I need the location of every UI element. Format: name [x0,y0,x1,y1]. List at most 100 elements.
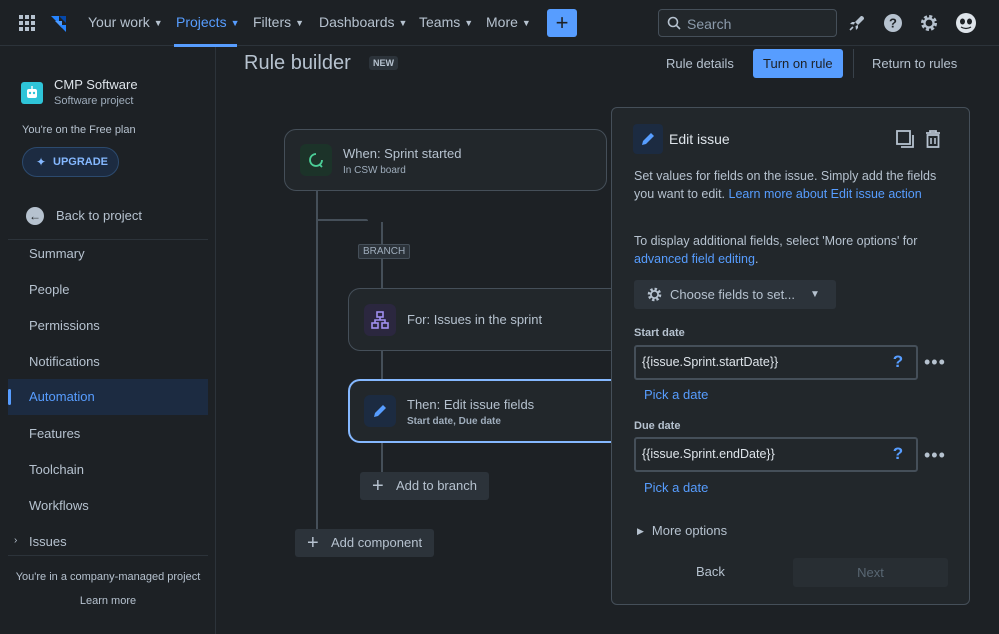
trigger-card[interactable]: When: Sprint started In CSW board [284,129,607,191]
sidebar-item-automation[interactable]: Automation [8,379,208,415]
hierarchy-icon [371,311,389,329]
top-navigation: Your work▼ Projects▼ Filters▼ Dashboards… [0,0,999,47]
back-button[interactable]: Back [696,564,725,579]
search-placeholder: Search [687,16,732,32]
sidebar-item-toolchain[interactable]: Toolchain [29,462,84,477]
sidebar-item-features[interactable]: Features [29,426,81,441]
sidebar-item-permissions[interactable]: Permissions [29,318,100,333]
sprint-cycle-icon [309,153,323,168]
search-input[interactable]: Search [658,9,837,37]
advanced-field-editing-link[interactable]: advanced field editing [634,252,755,266]
connector-line [316,219,368,221]
panel-title: Edit issue [669,131,730,147]
connector-line [316,190,318,530]
due-date-more-icon[interactable]: ••• [924,445,946,465]
connector-line [381,350,383,380]
start-date-more-icon[interactable]: ••• [924,352,946,372]
add-to-branch-button[interactable]: + Add to branch [360,472,489,500]
start-date-label: Start date [634,327,685,339]
connector-line [381,442,383,472]
due-date-input[interactable]: {{issue.Sprint.endDate}} ? [634,437,918,472]
user-avatar[interactable] [955,12,977,34]
turn-on-rule-button[interactable]: Turn on rule [753,49,843,78]
settings-gear-icon[interactable] [918,12,940,34]
return-to-rules-button[interactable]: Return to rules [872,56,958,71]
project-robot-icon [27,86,37,98]
arrow-left-icon: ← [26,207,44,225]
delete-trash-icon[interactable] [922,128,944,150]
chevron-down-icon: ▼ [810,289,820,300]
nav-filters[interactable]: Filters▼ [253,14,305,30]
next-button[interactable]: Next [793,558,948,587]
project-sidebar: CMP Software Software project You're on … [0,47,216,634]
sparkle-icon: ✦ [36,155,47,169]
company-managed-text: You're in a company-managed project [15,571,201,583]
sidebar-divider [8,239,208,240]
help-icon[interactable]: ? [882,12,904,34]
branch-tag: BRANCH [358,244,411,259]
page-title: Rule builder [244,52,351,74]
upgrade-button[interactable]: ✦ UPGRADE [22,147,119,177]
edit-issue-panel: Edit issue Set values for fields on the … [611,107,970,605]
due-date-label: Due date [634,420,681,432]
nav-active-indicator [174,44,237,47]
branch-card[interactable]: For: Issues in the sprint [348,288,618,351]
chevron-down-icon: ▼ [230,18,240,28]
pencil-icon [374,405,386,417]
new-badge: NEW [369,56,398,70]
chevron-down-icon: ▼ [295,18,305,28]
action-icon [364,395,396,427]
plus-icon: + [307,532,319,554]
help-question-icon[interactable]: ? [892,352,904,371]
sidebar-item-summary[interactable]: Summary [29,246,85,261]
rule-details-button[interactable]: Rule details [666,56,734,71]
panel-description: Set values for fields on the issue. Simp… [634,169,937,201]
start-date-pick-link[interactable]: Pick a date [644,387,709,402]
sidebar-item-notifications[interactable]: Notifications [29,354,100,369]
chevron-right-icon: ▶ [637,526,644,536]
nav-projects[interactable]: Projects▼ [176,14,240,30]
chevron-down-icon: ▼ [464,18,474,28]
chevron-down-icon: ▼ [521,18,531,28]
nav-dashboards[interactable]: Dashboards▼ [319,14,408,30]
notifications-rocket-icon[interactable] [846,12,868,34]
nav-more[interactable]: More▼ [486,14,531,30]
branch-title: For: Issues in the sprint [407,312,543,327]
project-avatar [21,82,43,104]
chevron-down-icon: ▼ [398,18,408,28]
create-button[interactable]: + [547,9,577,37]
gear-icon [647,287,662,302]
action-card[interactable]: Then: Edit issue fields Start date, Due … [348,379,618,443]
jira-logo-icon[interactable] [48,12,68,34]
action-subtitle: Start date, Due date [407,416,501,427]
learn-more-link[interactable]: Learn more [79,595,137,607]
due-date-pick-link[interactable]: Pick a date [644,480,709,495]
app-switcher-icon[interactable] [19,15,35,31]
sidebar-item-workflows[interactable]: Workflows [29,498,89,513]
duplicate-icon[interactable] [894,128,916,150]
sidebar-item-issues[interactable]: › Issues [14,534,67,549]
plan-text: You're on the Free plan [22,124,136,136]
project-type: Software project [54,95,134,107]
add-component-button[interactable]: + Add component [295,529,435,557]
plus-icon: + [372,475,384,497]
nav-teams[interactable]: Teams▼ [419,14,474,30]
search-icon [667,16,681,30]
branch-icon [364,304,396,336]
action-title: Then: Edit issue fields [407,397,535,412]
svg-text:?: ? [889,16,897,31]
start-date-input[interactable]: {{issue.Sprint.startDate}} ? [634,345,918,380]
panel-description-advanced: To display additional fields, select 'Mo… [634,234,918,266]
more-options-toggle[interactable]: ▶More options [637,523,728,538]
pencil-icon [642,133,654,145]
trigger-subtitle: In CSW board [343,165,406,176]
help-question-icon[interactable]: ? [892,444,904,463]
panel-icon [633,124,663,154]
nav-your-work[interactable]: Your work▼ [88,14,163,30]
chevron-right-icon: › [14,535,18,546]
chevron-down-icon: ▼ [153,18,163,28]
choose-fields-dropdown[interactable]: Choose fields to set... ▼ [634,280,836,309]
learn-more-edit-issue-link[interactable]: Learn more about Edit issue action [728,187,922,201]
trigger-title: When: Sprint started [343,146,462,161]
sidebar-item-people[interactable]: People [29,282,70,297]
